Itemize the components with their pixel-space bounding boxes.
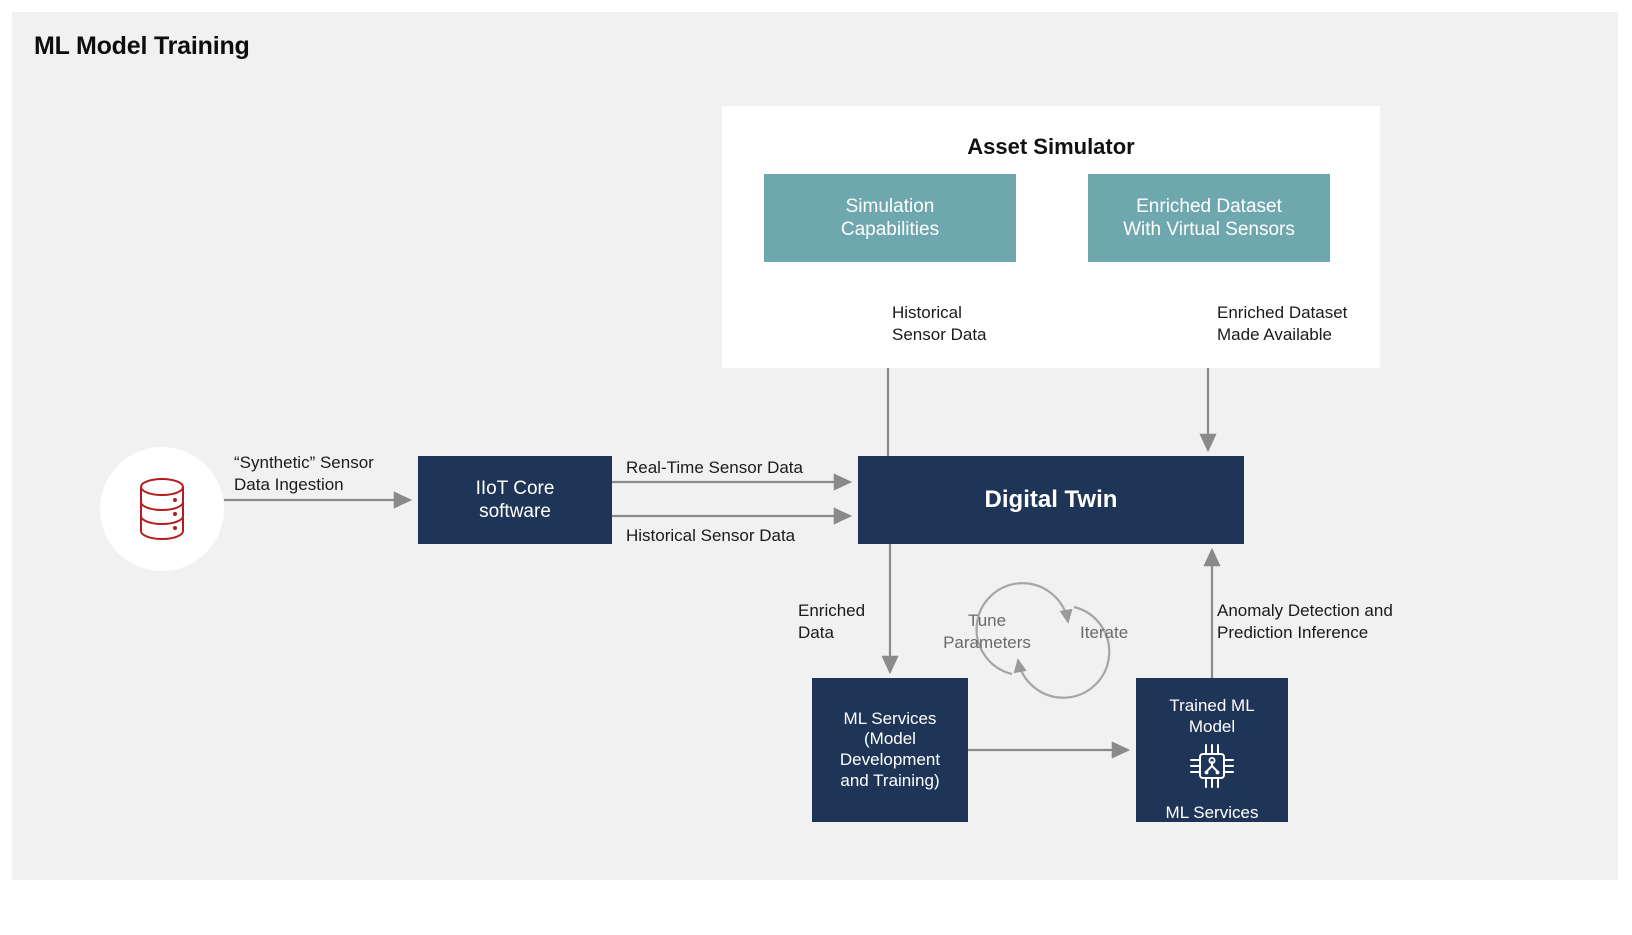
edge-label-enriched-made-available: Enriched Dataset Made Available — [1217, 303, 1348, 345]
edge-label-historical-sensor-data-sim: Historical Sensor Data — [892, 303, 987, 345]
edge-label-anomaly-prediction: Anomaly Detection and Prediction Inferen… — [1217, 601, 1393, 643]
node-trained-ml-model[interactable]: Trained ML Model — [1136, 678, 1288, 822]
connector-layer — [224, 209, 1221, 759]
node-label: Simulation Capabilities — [840, 195, 940, 240]
node-iiot-core-software[interactable]: IIoT Core software — [418, 456, 612, 544]
diagram-canvas: ML Model Training — [12, 12, 1618, 880]
node-digital-twin[interactable]: Digital Twin — [858, 456, 1244, 544]
page-title: ML Model Training — [34, 32, 250, 60]
node-enriched-dataset[interactable]: Enriched Dataset With Virtual Sensors — [1088, 174, 1330, 262]
edge-label-synthetic-ingestion: “Synthetic” Sensor Data Ingestion — [234, 453, 374, 495]
node-label: Enriched Dataset With Virtual Sensors — [1123, 195, 1295, 240]
edge-label-enriched-data: Enriched Data — [798, 601, 866, 643]
edge-label-realtime-sensor-data: Real-Time Sensor Data — [626, 458, 803, 477]
edge-label-historical-sensor-data-dt: Historical Sensor Data — [626, 526, 796, 545]
node-simulation-capabilities[interactable]: Simulation Capabilities — [764, 174, 1016, 262]
ai-chip-icon — [1185, 741, 1239, 797]
node-label: Digital Twin — [984, 486, 1118, 514]
node-label: IIoT Core software — [475, 477, 555, 522]
node-data-source[interactable] — [100, 447, 224, 571]
edge-label-iterate: Iterate — [1080, 623, 1129, 642]
database-icon — [140, 478, 184, 540]
node-ml-services[interactable]: ML Services (Model Development and Train… — [812, 678, 968, 822]
node-label: Trained ML Model — [1169, 696, 1255, 736]
edge-label-tune-parameters: Tune Parameters — [943, 611, 1031, 653]
asset-simulator-title: Asset Simulator — [967, 134, 1135, 159]
node-sublabel: ML Services — [1165, 803, 1259, 823]
node-label: ML Services (Model Development and Train… — [839, 708, 941, 790]
